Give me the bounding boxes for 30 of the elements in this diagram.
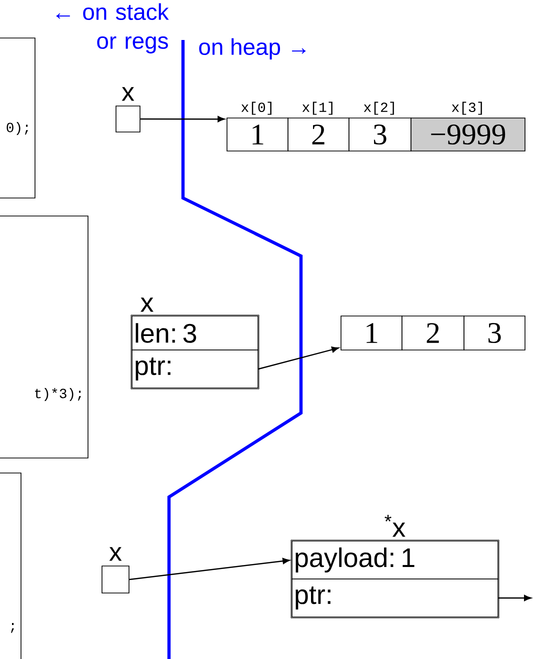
region-label: ← on stack or regs	[56, 3, 169, 54]
pointer-box	[116, 106, 140, 132]
index-label: x[2]	[364, 102, 394, 115]
array-cell: 3	[464, 316, 526, 350]
node-label: $^{*}$x	[384, 514, 406, 537]
index-label: x[3]	[452, 102, 482, 115]
variable-name: x	[109, 547, 122, 561]
array-cell: 2	[402, 316, 464, 350]
arrow	[129, 558, 290, 580]
node-label: x	[140, 298, 154, 312]
array-cell: −9999	[410, 118, 526, 152]
code-box: 0);	[0, 38, 36, 198]
region-label: on heap →	[199, 38, 306, 60]
index-label: x[0]	[241, 102, 272, 115]
arrow	[258, 346, 339, 370]
struct-field: len: 3	[132, 316, 258, 350]
struct-field: payload: 1	[292, 540, 498, 580]
array-cell: 1	[340, 316, 402, 350]
array-cell: 3	[348, 118, 412, 152]
arrow	[140, 116, 225, 122]
struct-field: ptr:	[132, 350, 258, 388]
array-cell: 2	[288, 118, 350, 152]
variable-name: x	[122, 87, 134, 101]
array-cell: 1	[226, 118, 288, 152]
arrow	[498, 594, 532, 602]
code-box: ;	[0, 472, 22, 659]
pointer-box	[102, 566, 130, 594]
index-label: x[1]	[302, 102, 332, 115]
code-box: t)*3);	[0, 216, 88, 458]
struct-field: ptr:	[292, 578, 498, 618]
